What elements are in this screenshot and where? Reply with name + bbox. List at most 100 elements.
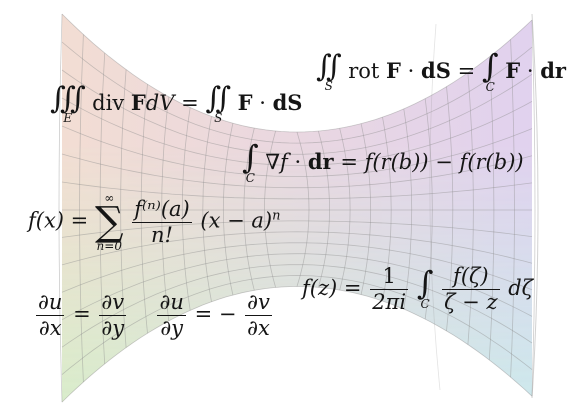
cr-fraction-3: ∂u∂y [157, 290, 186, 339]
grid-line [61, 242, 533, 293]
grid-line [181, 107, 191, 311]
line-element: dr [307, 148, 334, 174]
d-symbol: d [145, 91, 160, 115]
grid-line [61, 285, 533, 403]
gradient-theorem-formula: ∫C ∇f · dr = f(r(b)) − f(r(b)) [242, 138, 524, 184]
grid-line [79, 34, 84, 383]
grid-line [467, 72, 474, 345]
taylor-exponent: n [272, 208, 281, 224]
field-f: F [386, 57, 401, 83]
stokes-theorem-formula: ∬S rot F · dS = ∫C F · dr [316, 48, 566, 94]
surface-label: S [324, 78, 333, 93]
taylor-tail: (x − a) [200, 208, 273, 233]
grid-line [382, 117, 392, 302]
grid-line [488, 56, 495, 360]
cr-numerator-4: ∂v [247, 290, 270, 314]
grid-line [424, 98, 433, 320]
grid-line [61, 231, 533, 266]
cr-numerator-3: ∂u [159, 290, 184, 314]
cr-fraction-1: ∂u∂x [36, 290, 65, 339]
cr-denominator-2: ∂y [99, 315, 127, 340]
taylor-lhs: f(x) = [28, 208, 89, 233]
cauchy-denominator-1: 2πi [370, 289, 409, 314]
grid-line [429, 23, 441, 391]
surface-element: dS [272, 90, 303, 115]
grid-line [61, 97, 533, 166]
dot-operator: · [294, 149, 302, 174]
contour-integral-symbol: ∫ [416, 264, 434, 303]
volume-var: V [159, 91, 175, 115]
grid-line [61, 181, 533, 200]
domain-label: E [63, 111, 73, 125]
grid-line [61, 153, 533, 189]
grid-line [120, 69, 127, 348]
grid-line [222, 123, 234, 296]
grid-line [61, 220, 533, 238]
equals-sign: = [181, 91, 199, 115]
grid-line [510, 39, 515, 378]
gradient-rhs: = f(r(b)) − f(r(b)) [340, 149, 524, 174]
cauchy-lhs: f(z) = [302, 276, 362, 300]
grid-line [140, 84, 148, 334]
grid-line [360, 123, 372, 295]
sum-lower-limit: n=0 [96, 239, 122, 253]
surface-label: S [214, 111, 223, 125]
grid-line [202, 116, 212, 302]
grid-line [61, 264, 533, 348]
cr-fraction-4: ∂v∂x [245, 292, 272, 339]
dot-operator: · [259, 91, 266, 115]
grid-line [61, 253, 533, 321]
div-operator: div [92, 91, 125, 115]
cr-equals-2: = − [194, 302, 237, 326]
field-f-2: F [505, 57, 521, 83]
cauchy-numerator-1: 1 [382, 264, 396, 288]
taylor-denominator: n! [132, 221, 192, 246]
rot-operator: rot [348, 58, 380, 83]
cr-denominator-3: ∂y [157, 315, 186, 339]
grid-line [531, 13, 539, 399]
grid-line [339, 128, 351, 291]
surface-grid [58, 13, 539, 403]
grid-line [58, 13, 63, 403]
grid-line [296, 131, 310, 287]
grid-line [61, 275, 533, 375]
grid-line [446, 86, 454, 331]
sum-symbol: ∑ [94, 199, 124, 245]
cr-fraction-2: ∂v∂y [99, 292, 127, 340]
triple-integral-symbol: ∭ [50, 81, 86, 116]
cr-equals-1: = [73, 302, 91, 326]
grid-line [403, 108, 413, 310]
double-integral-symbol: ∬ [205, 81, 231, 116]
field-f: F [130, 90, 146, 115]
taylor-fraction: f⁽ⁿ⁾(a)n! [132, 196, 192, 246]
grid-line [264, 130, 276, 288]
grid-line [161, 96, 170, 321]
function-f: f [280, 149, 288, 174]
dot-operator: · [407, 58, 415, 83]
contour-label: C [420, 296, 430, 311]
taylor-numerator: f⁽ⁿ⁾(a) [134, 196, 190, 221]
taylor-series-formula: f(x) = ∞∑n=0 f⁽ⁿ⁾(a)n! (x − a)n [28, 192, 281, 252]
grid-line [243, 128, 255, 291]
grid-line [61, 125, 533, 178]
cr-numerator-1: ∂u [38, 290, 63, 314]
double-integral-symbol: ∬ [316, 48, 342, 84]
sum-upper-limit: ∞ [104, 191, 115, 205]
grid-line [99, 52, 106, 364]
surface-element: dS [421, 57, 451, 83]
divergence-theorem-formula: ∭E div FdV = ∬S F · dS [50, 81, 303, 125]
nabla-symbol: ∇ [265, 149, 281, 174]
grid-line [61, 41, 533, 144]
cauchy-tail: dζ [508, 276, 534, 300]
cr-denominator-4: ∂x [245, 315, 272, 339]
line-element: dr [540, 57, 566, 83]
cauchy-fraction-2: f(ζ)ζ − z [442, 266, 500, 313]
curve-label: C [485, 79, 495, 94]
field-f-2: F [237, 90, 253, 115]
line-integral-symbol: ∫ [242, 138, 259, 176]
cauchy-riemann-equations: ∂u∂x = ∂v∂y ∂u∂y = − ∂v∂x [34, 292, 274, 339]
